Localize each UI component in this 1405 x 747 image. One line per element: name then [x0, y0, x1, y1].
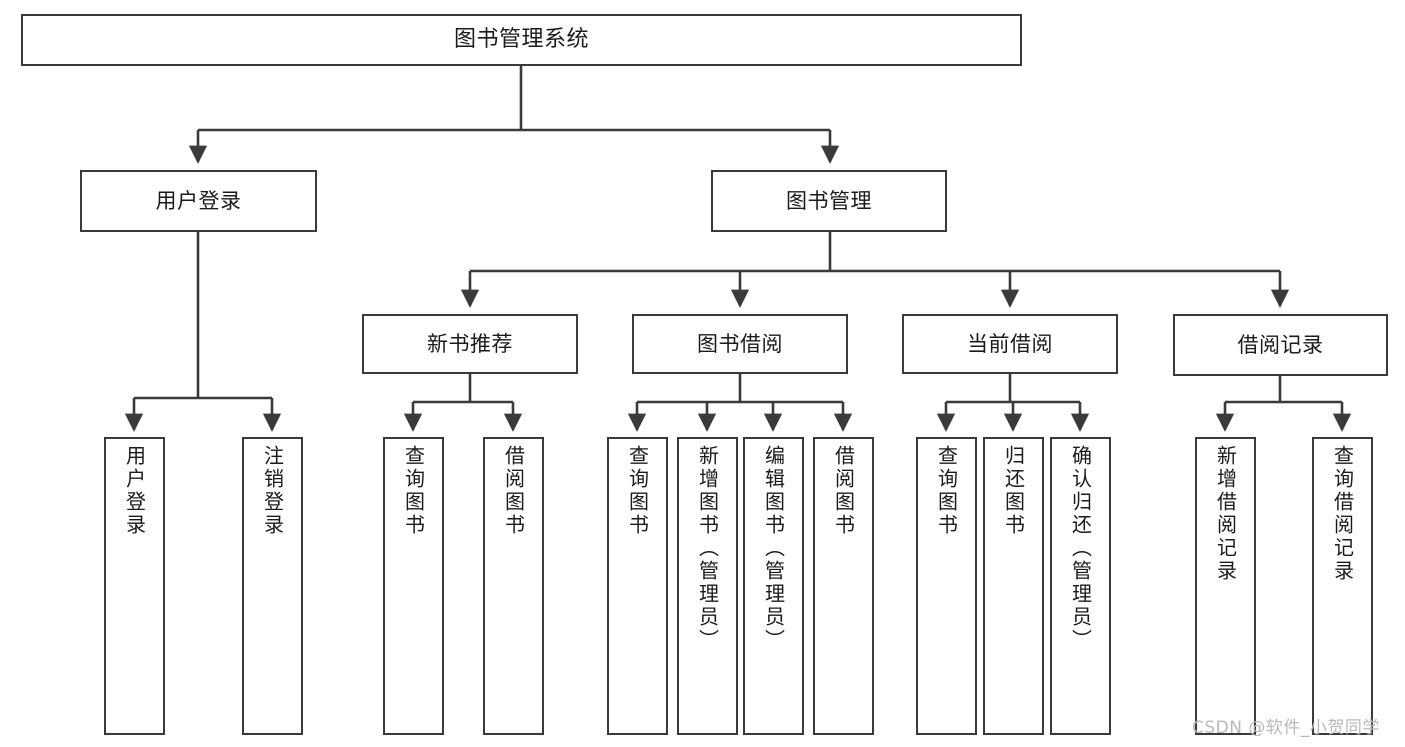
- node-label: 注销登录: [260, 445, 285, 537]
- leaf-add-borrow-record[interactable]: 新增借阅记录: [1195, 437, 1256, 735]
- node-book-management[interactable]: 图书管理: [711, 170, 947, 232]
- node-label: 编辑图书（管理员）: [761, 445, 786, 652]
- node-label: 查询图书: [934, 445, 959, 537]
- node-book-borrow[interactable]: 图书借阅: [632, 314, 848, 374]
- node-label: 借阅图书: [831, 445, 856, 537]
- node-label: 查询图书: [401, 445, 426, 537]
- leaf-user-login[interactable]: 用户登录: [104, 437, 165, 735]
- node-label: 查询图书: [625, 445, 650, 537]
- node-label: 当前借阅: [967, 331, 1053, 356]
- leaf-query-book-recommend[interactable]: 查询图书: [383, 437, 444, 735]
- node-current-borrow[interactable]: 当前借阅: [902, 314, 1118, 374]
- node-label: 新增图书（管理员）: [695, 445, 720, 652]
- node-label: 图书借阅: [697, 331, 783, 356]
- node-root-book-management-system[interactable]: 图书管理系统: [21, 14, 1022, 66]
- node-new-book-recommend[interactable]: 新书推荐: [362, 314, 578, 374]
- node-label: 用户登录: [122, 445, 147, 537]
- csdn-watermark: CSDN @软件_小贺同学: [1192, 718, 1380, 738]
- node-label: 图书管理系统: [453, 27, 589, 53]
- node-label: 确认归还（管理员）: [1068, 445, 1093, 652]
- leaf-borrow-book[interactable]: 借阅图书: [813, 437, 874, 735]
- node-borrow-record[interactable]: 借阅记录: [1173, 314, 1388, 376]
- node-label: 新书推荐: [427, 331, 513, 356]
- leaf-return-book[interactable]: 归还图书: [983, 437, 1044, 735]
- leaf-confirm-return-admin[interactable]: 确认归还（管理员）: [1050, 437, 1111, 735]
- leaf-edit-book-admin[interactable]: 编辑图书（管理员）: [743, 437, 804, 735]
- node-label: 借阅记录: [1237, 332, 1324, 357]
- node-user-login[interactable]: 用户登录: [80, 170, 317, 232]
- node-label: 新增借阅记录: [1213, 445, 1238, 583]
- leaf-query-book-borrow[interactable]: 查询图书: [607, 437, 668, 735]
- leaf-logout[interactable]: 注销登录: [242, 437, 303, 735]
- node-label: 用户登录: [155, 188, 242, 213]
- node-label: 归还图书: [1001, 445, 1026, 537]
- node-label: 图书管理: [786, 188, 872, 213]
- node-label: 借阅图书: [501, 445, 526, 537]
- node-label: 查询借阅记录: [1330, 445, 1355, 583]
- leaf-borrow-book-recommend[interactable]: 借阅图书: [483, 437, 544, 735]
- leaf-add-book-admin[interactable]: 新增图书（管理员）: [677, 437, 738, 735]
- leaf-query-borrow-record[interactable]: 查询借阅记录: [1312, 437, 1373, 735]
- leaf-query-book-current[interactable]: 查询图书: [916, 437, 977, 735]
